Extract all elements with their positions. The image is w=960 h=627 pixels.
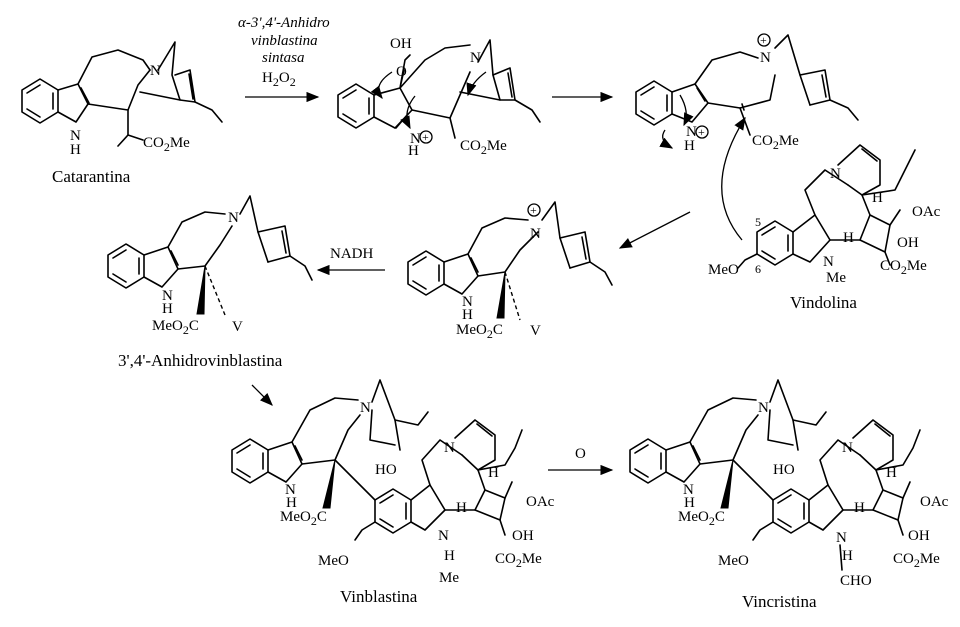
atom-h: H: [70, 142, 81, 158]
atom-n: N: [830, 166, 841, 182]
atom-me: Me: [826, 270, 846, 286]
label-catarantina: Catarantina: [52, 167, 131, 186]
atom-h-3: H: [456, 500, 467, 516]
atom-nh: N: [285, 482, 296, 498]
atom-co2me: CO2Me: [893, 551, 940, 570]
atom-h: H: [684, 138, 695, 154]
atom-h-2: H: [488, 465, 499, 481]
charge-plus: +: [760, 33, 767, 47]
atom-co2me: CO2Me: [495, 551, 542, 570]
atom-h-4: H: [444, 548, 455, 564]
atom-n-2: N: [842, 440, 853, 456]
atom-h: H: [462, 307, 473, 323]
atom-h-2: H: [843, 230, 854, 246]
atom-h: H: [872, 190, 883, 206]
atom-h-3: H: [854, 500, 865, 516]
atom-n: N: [150, 63, 161, 79]
oxidant-o: O: [575, 446, 586, 462]
structure-anhidrovinblastina: N N H MeO2C V 3',4'-Anhidrovinblastina: [107, 195, 313, 370]
structure-coupled-iminium: N + N H MeO2C V: [407, 201, 613, 341]
pos-5: 5: [755, 215, 761, 229]
atom-meo: MeO: [718, 553, 749, 569]
atom-cho: CHO: [840, 573, 872, 589]
atom-ho: HO: [773, 462, 795, 478]
atom-n: N: [758, 400, 769, 416]
arrow-oxidation: O: [548, 446, 614, 476]
atom-n: N: [228, 210, 239, 226]
atom-n-3: N: [836, 530, 847, 546]
atom-v: V: [530, 323, 541, 339]
atom-n: N: [760, 50, 771, 66]
atom-n-plus: N: [686, 124, 697, 140]
atom-co2me: CO2Me: [880, 258, 927, 277]
structure-vincristina: N HO N H MeO2C N H H OAc OH CO2Me N H CH…: [629, 379, 949, 611]
atom-co2me: CO2Me: [752, 133, 799, 152]
atom-n: N: [360, 400, 371, 416]
atom-oac: OAc: [912, 204, 941, 220]
label-vinblastina: Vinblastina: [340, 587, 418, 606]
atom-n-plus: N: [410, 131, 421, 147]
atom-nh: N: [462, 294, 473, 310]
atom-oh: OH: [908, 528, 930, 544]
atom-ho: HO: [375, 462, 397, 478]
structure-intermediate-peroxide: OH O N H N + CO2Me: [337, 36, 541, 159]
atom-h: H: [286, 495, 297, 511]
arrow-coupling: [618, 211, 691, 249]
atom-co2me: CO2Me: [460, 138, 507, 157]
atom-nh: N: [70, 128, 81, 144]
atom-o-peroxide: O: [396, 64, 407, 80]
atom-nh-plus: H: [408, 143, 419, 159]
atom-nh: N: [162, 288, 173, 304]
atom-meo2c: MeO2C: [152, 318, 199, 337]
atom-oh: OH: [897, 235, 919, 251]
charge-plus-2: +: [698, 125, 705, 139]
structure-vinblastina: N HO N H MeO2C N H H OAc OH CO2Me N H Me…: [231, 379, 555, 606]
label-vindolina: Vindolina: [790, 293, 857, 312]
atom-oac: OAc: [920, 494, 949, 510]
atom-nh: N: [683, 482, 694, 498]
label-vincristina: Vincristina: [742, 592, 817, 611]
structure-vindolina: N H H OAc OH CO2Me N Me MeO 5 6 Vindolin…: [708, 116, 941, 312]
enzyme-line2: vinblastina: [251, 33, 318, 49]
oxidant: H2O2: [262, 70, 296, 89]
atom-oac: OAc: [526, 494, 555, 510]
atom-meo: MeO: [318, 553, 349, 569]
atom-meo: MeO: [708, 262, 739, 278]
atom-me: Me: [439, 570, 459, 586]
cofactor-nadh: NADH: [330, 246, 373, 262]
atom-h-4: H: [842, 548, 853, 564]
atom-n: N: [530, 226, 541, 242]
structure-catarantina: N N H CO2Me Catarantina: [21, 41, 223, 186]
atom-h-2: H: [886, 465, 897, 481]
atom-co2me: CO2Me: [143, 135, 190, 154]
atom-n-2: N: [823, 254, 834, 270]
atom-oh: OH: [512, 528, 534, 544]
arrow-nadh: NADH: [316, 246, 385, 276]
atom-meo2c: MeO2C: [678, 509, 725, 528]
enzyme-line1: α-3',4'-Anhidro: [238, 15, 330, 31]
atom-n-3: N: [438, 528, 449, 544]
structure-intermediate-iminium: N + N H + CO2Me: [635, 33, 859, 154]
atom-meo2c: MeO2C: [280, 509, 327, 528]
atom-oh-peroxide: OH: [390, 36, 412, 52]
atom-h: H: [684, 495, 695, 511]
pos-6: 6: [755, 262, 761, 276]
atom-meo2c: MeO2C: [456, 322, 503, 341]
atom-n-2: N: [444, 440, 455, 456]
atom-h: H: [162, 301, 173, 317]
arrow-to-vinblastina: [251, 384, 273, 406]
enzyme-line3: sintasa: [262, 50, 305, 66]
atom-n: N: [470, 50, 481, 66]
atom-v: V: [232, 319, 243, 335]
charge-plus: +: [422, 130, 429, 144]
label-anhidrovinblastina: 3',4'-Anhidrovinblastina: [118, 351, 283, 370]
charge-plus: +: [530, 203, 537, 217]
arrow-enzyme: α-3',4'-Anhidro vinblastina sintasa H2O2: [238, 15, 330, 103]
